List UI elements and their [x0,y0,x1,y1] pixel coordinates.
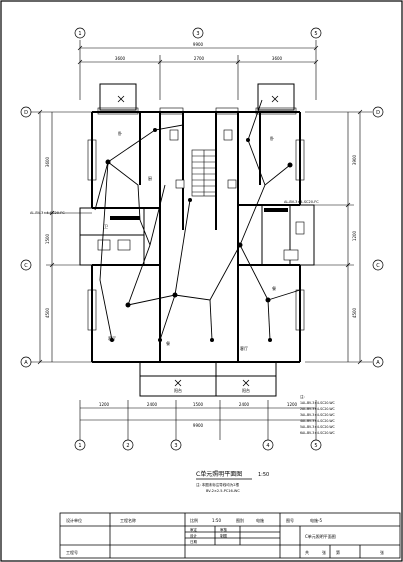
note-1: 注: 本图未标注导线均为2根 [196,482,240,487]
legend-line-5: 5AL-BV-3×4-SC20-WC [300,425,336,429]
right-dimensions [305,109,372,365]
legend-line-6: 6AL-BV-3×4-SC20-WC [300,431,336,435]
lamps [105,128,293,342]
tb-no-label: 图号 [286,517,294,523]
axis-bottom-1: 1 [78,443,81,449]
axis-top-5: 5 [314,31,317,37]
axis-left-c: C [24,263,28,269]
top-dimensions [77,40,319,100]
note-2: BV-2×2.5-PC16-WC [206,489,240,493]
left-dim-2: 1500 [45,233,50,244]
bottom-dimensions [79,400,317,440]
tb-draw: 制图 [220,533,227,538]
axis-top-1: 1 [78,31,81,37]
room-label-3: 厨 [148,175,152,181]
axis-bottom-4: 4 [266,443,269,449]
left-axis-bubbles [20,106,32,368]
tb-no-value: 电施-5 [310,517,322,523]
tb-scale-value: 1:50 [212,518,221,523]
tb-sheet-title: C单元照明平面图 [305,533,336,539]
axis-left-d: D [24,110,28,116]
legend-line-2: 2AL-BV-3×4-SC20-WC [300,407,336,411]
drawing-scale: 1:50 [258,472,269,478]
bottom-dim-4: 2400 [239,402,250,407]
tb-approve: 审定 [190,527,197,532]
tb-project-name: 工程名称 [120,517,136,523]
room-label-6: 客厅 [240,345,248,351]
legend-line-1: 1AL-BV-3×4-SC20-WC [300,401,336,405]
legend-head: 注: [300,394,305,399]
tb-no: 第 [336,549,340,555]
top-dim-3: 3600 [272,56,283,61]
bottom-dim-5: 1200 [287,402,298,407]
bottom-dim-2: 2400 [147,402,158,407]
board-label-left: AL-BV-3×4-SC20-FC [30,211,65,215]
axis-bottom-3: 3 [174,443,177,449]
windows [87,107,305,331]
tb-design: 设计 [190,533,197,538]
room-label-2: 客厅 [108,335,116,341]
tb-type-label: 图别 [236,517,244,523]
axis-top-3: 3 [196,31,199,37]
room-label-9: 餐 [166,340,170,346]
fixtures [97,129,305,261]
side-rooms [79,204,315,266]
room-label-7: 阳台 [174,387,182,393]
balcony-lamps [117,95,279,387]
room-label-10: 餐 [272,285,276,291]
left-dimensions [30,109,92,365]
top-dim-1: 3600 [115,56,126,61]
axis-right-a: A [376,360,380,366]
right-dim-3: 4500 [352,307,357,318]
bottom-balconies [139,361,277,397]
left-dim-3: 4500 [45,307,50,318]
right-dim-2: 1200 [352,230,357,241]
tb-total: 共 [305,549,309,555]
axis-left-a: A [24,360,28,366]
tb-design-unit: 设计单位 [66,517,82,523]
legend-line-3: 3AL-BV-3×4-SC20-WC [300,413,336,417]
top-dim-2: 2700 [194,56,205,61]
axis-right-c: C [376,263,380,269]
room-label-5: 卧 [270,135,274,141]
legend-line-4: 4AL-BV-3×4-SC20-WC [300,419,336,423]
stair [191,149,217,197]
tb-type-value: 电施 [256,517,264,523]
room-label-8: 阳台 [242,387,250,393]
title-block [59,512,401,559]
tb-date: 日期 [190,539,197,544]
drawing-title: C单元照明平面图 [196,470,242,478]
bottom-dim-1: 1200 [99,402,110,407]
distribution-board-2 [264,208,288,212]
bottom-axis-bubbles [74,439,322,451]
tb-scale-label: 比例 [190,517,198,523]
distribution-board [110,216,140,220]
bottom-dim-3: 1500 [193,402,204,407]
axis-right-d: D [376,110,380,116]
left-dim-1: 3600 [45,156,50,167]
tb-sheets-2: 张 [380,549,384,555]
bottom-total-dim: 9900 [193,423,204,428]
tb-review: 审核 [220,527,227,532]
right-dim-1: 3900 [352,154,357,165]
axis-bottom-2: 2 [126,443,129,449]
room-label-1: 卧 [118,130,122,136]
tb-sheets: 张 [322,549,326,555]
top-axis-bubbles [74,27,322,39]
right-axis-bubbles [372,106,384,368]
board-label-right: AL-BV-3×4-SC20-FC [284,200,319,204]
room-label-4: 卫 [104,224,108,229]
tb-project-no: 工程号 [66,549,78,555]
axis-bottom-5: 5 [314,443,317,449]
top-total-dim: 9900 [193,42,204,47]
